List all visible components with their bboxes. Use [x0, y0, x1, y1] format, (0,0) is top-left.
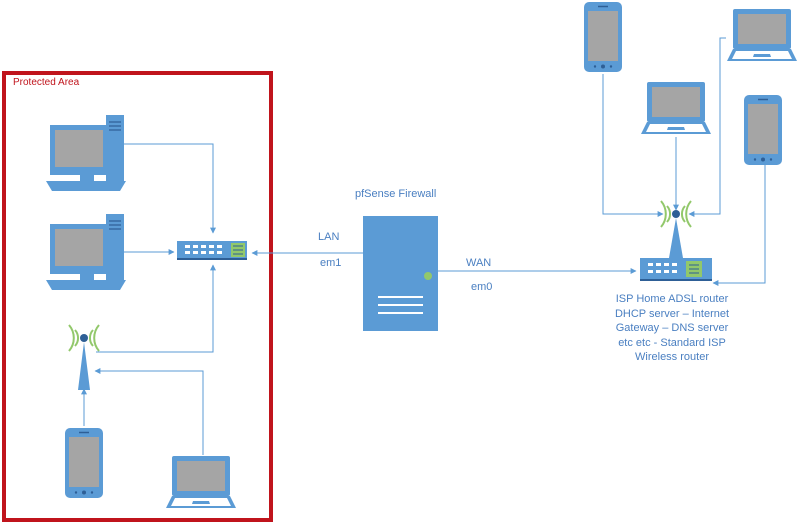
- lan-connectors: [81, 143, 216, 455]
- laptop-icon: [727, 9, 797, 61]
- protected-area-label: Protected Area: [13, 77, 80, 88]
- desktop-computer-icon: [45, 213, 127, 291]
- router-description: ISP Home ADSL router DHCP server – Inter…: [592, 292, 752, 365]
- router-description-line: Wireless router: [635, 351, 709, 363]
- server-firewall-icon: [363, 216, 438, 331]
- wan-label: WAN: [466, 257, 492, 269]
- network-switch-icon: [177, 241, 247, 260]
- lan-label: LAN: [318, 231, 340, 243]
- smartphone-icon: [583, 1, 623, 73]
- desktop-computer-icon: [45, 114, 127, 192]
- wan-interface-label: em0: [471, 281, 493, 293]
- wan-connectors: [602, 37, 766, 286]
- laptop-icon: [166, 456, 236, 508]
- wireless-access-point-icon: [68, 324, 100, 390]
- laptop-icon: [641, 82, 711, 134]
- smartphone-icon: [743, 94, 783, 166]
- smartphone-icon: [64, 427, 104, 499]
- router-description-line: DHCP server – Internet: [614, 307, 730, 320]
- router-icon: [640, 200, 712, 281]
- router-description-line: Gateway – DNS server: [615, 322, 729, 334]
- router-description-line: etc etc - Standard ISP: [618, 336, 726, 349]
- protected-area-border: [2, 71, 273, 522]
- lan-interface-label: em1: [320, 257, 342, 269]
- firewall-title: pfSense Firewall: [355, 188, 437, 200]
- firewall-connectors: [251, 250, 637, 274]
- router-description-line: ISP Home ADSL router: [615, 293, 729, 305]
